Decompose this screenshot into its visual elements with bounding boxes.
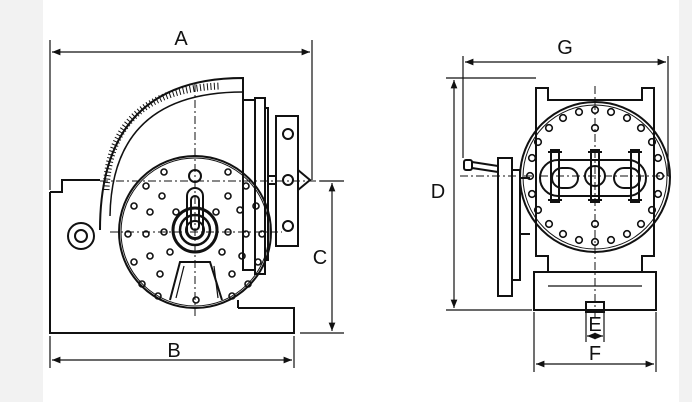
drawing-sheet	[43, 0, 679, 402]
dim-a-label: A	[174, 28, 188, 50]
dim-c-label: C	[313, 247, 327, 269]
dim-g-label: G	[557, 37, 573, 59]
front-base	[533, 271, 657, 311]
side-index-holes	[124, 168, 266, 304]
front-index-holes	[525, 105, 665, 247]
dim-e-label: E	[588, 314, 601, 336]
side-view	[49, 76, 320, 334]
base-boss	[67, 222, 95, 250]
dim-b-label: B	[167, 340, 180, 362]
dim-d-label: D	[431, 181, 445, 203]
dimension-lines	[49, 40, 669, 372]
side-base	[49, 192, 295, 334]
dim-f-label: F	[589, 343, 601, 365]
crank-plate	[497, 157, 513, 297]
graduated-scale	[102, 82, 221, 191]
front-body	[535, 87, 655, 273]
